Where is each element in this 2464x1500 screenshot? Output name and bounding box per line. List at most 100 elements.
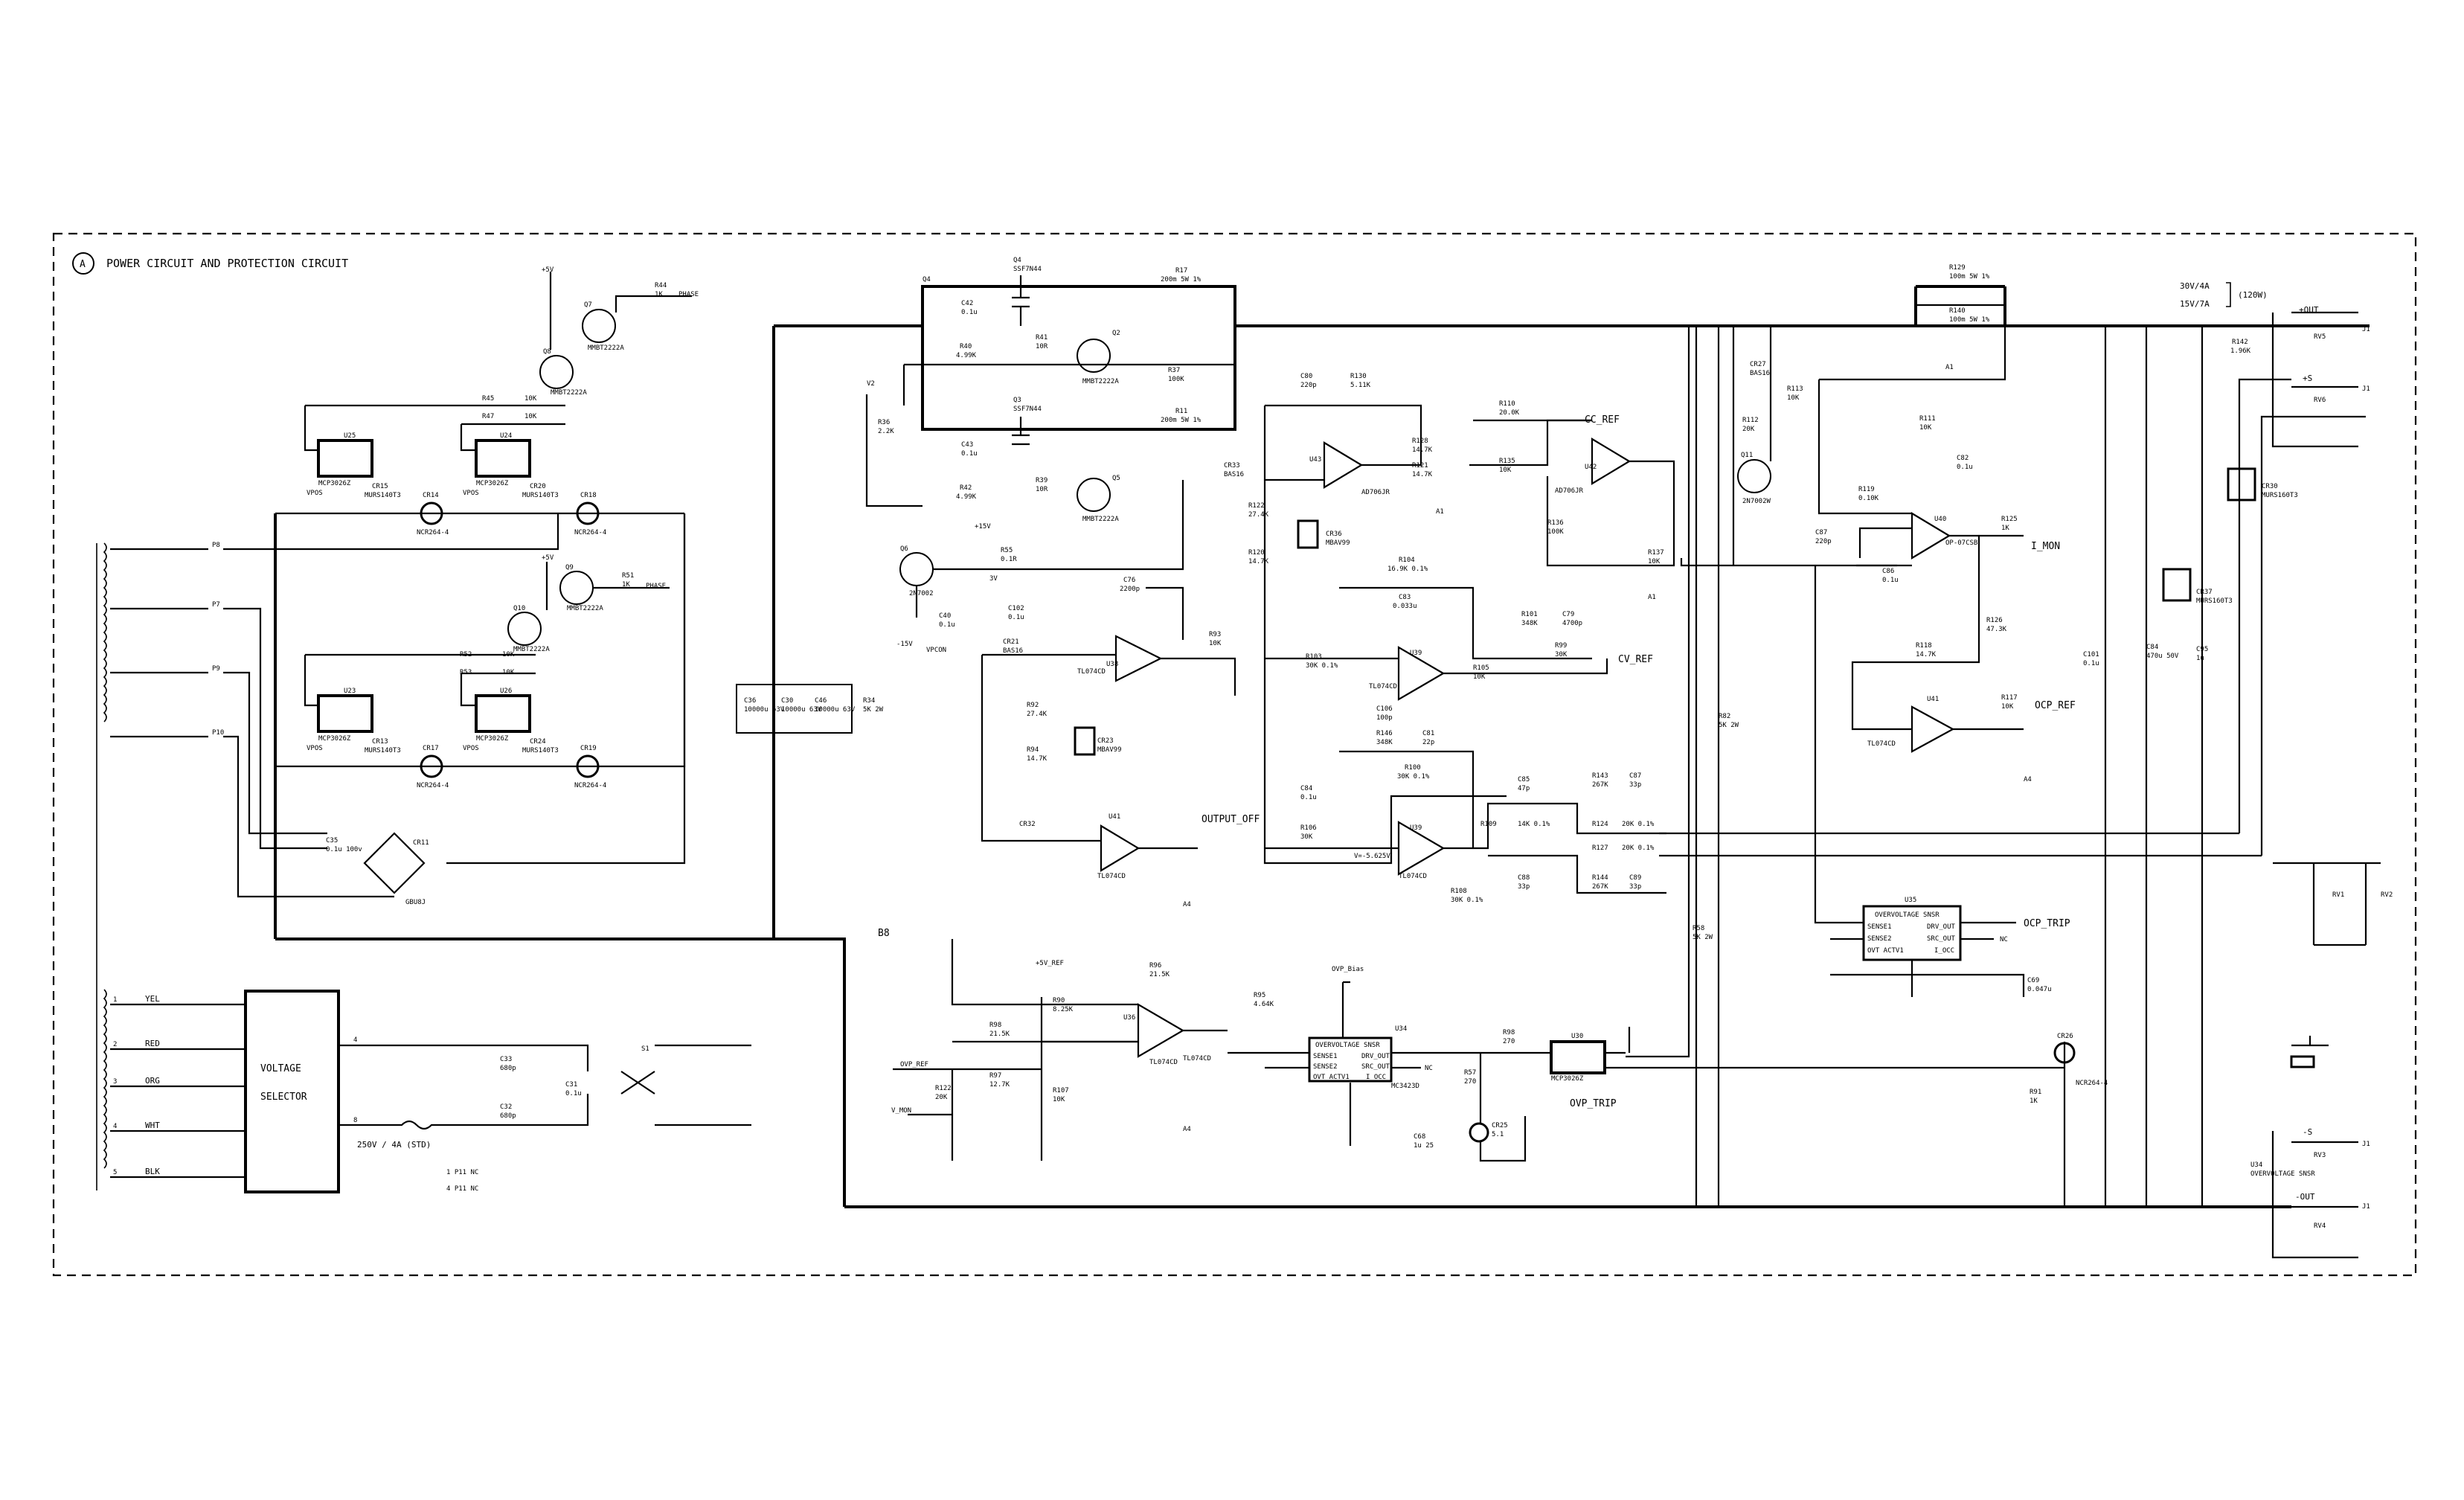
output-terminals: +OUT J1 +S J1 -S J1 -OUT J1 <box>2271 305 2370 1259</box>
part-r99-v: 30K <box>1555 651 1568 658</box>
part-c106: C106 <box>1376 705 1393 713</box>
ovp2-l2: SENSE2 <box>1313 1063 1338 1071</box>
c46-ref: C46 <box>815 697 827 705</box>
net-ovp-ref: OVP_REF <box>900 1061 928 1068</box>
part-cr36: CR36 <box>1326 531 1342 538</box>
part-r120-v: 14.7K <box>1248 558 1269 565</box>
cr19-val: NCR264-4 <box>574 782 606 789</box>
r58-val: 5K 2W <box>1693 934 1713 941</box>
r118-ref: R118 <box>1916 642 1932 650</box>
r96-val: 21.5K <box>989 1031 1010 1038</box>
selector-label-1: VOLTAGE <box>260 1063 301 1074</box>
amp-u42-val: AD706JR <box>1555 487 1584 495</box>
wire-color-5: BLK <box>145 1167 160 1176</box>
gnd-vpos-c: VPOS <box>307 745 323 752</box>
rv1-ref: RV1 <box>2332 891 2344 899</box>
c68-val: 4.64K <box>1254 1001 1274 1008</box>
ovp1-l2: SENSE2 <box>1867 935 1892 943</box>
c35-val: 0.1u 100v <box>326 846 362 853</box>
rating-range: (120W) <box>2238 290 2268 300</box>
c46-val: 10000u 63V <box>815 706 856 714</box>
c36-ref: C36 <box>744 697 756 705</box>
r98b-ref: R98 <box>1503 1029 1515 1036</box>
net-vref5: +5V_REF <box>1036 960 1064 967</box>
r129-ref: R129 <box>1949 264 1966 272</box>
net-5v-a: +5V <box>542 266 554 274</box>
r44-val: 1K <box>655 291 663 298</box>
part-c81-v: 22p <box>1422 739 1434 746</box>
r97-val: 8.25K <box>1053 1006 1074 1013</box>
u30-val: MCP3026Z <box>1551 1075 1584 1083</box>
c43-ref: C43 <box>961 441 973 449</box>
q6-ref: Q6 <box>900 545 908 553</box>
q10-val: MMBT2222A <box>513 646 550 653</box>
ovp1-r1: DRV_OUT <box>1927 923 1956 931</box>
ovp1-ref: U35 <box>1905 897 1916 904</box>
cr15-val: MURS140T3 <box>365 492 401 499</box>
cr17-val: NCR264-4 <box>417 782 449 789</box>
ovp2-l1: SENSE1 <box>1313 1053 1338 1060</box>
net-ovp-bias: OVP_Bias <box>1332 966 1364 973</box>
bulk-caps: C36 10000u 63V C30 10000u 63V C46 10000u… <box>736 684 884 734</box>
wire-pin-4: 4 <box>113 1123 117 1130</box>
r141-val: OVERVOLTAGE SNSR <box>2250 1170 2315 1178</box>
r41-val: 10R <box>1036 343 1048 350</box>
part-r109: R109 <box>1480 821 1497 828</box>
q7-val: MMBT2222A <box>588 344 624 352</box>
rv6-ref: RV6 <box>2314 397 2326 404</box>
nc-2: 4 P11 NC <box>446 1185 478 1193</box>
cr18-val: NCR264-4 <box>574 529 606 536</box>
pass-q4-ref: Q4 <box>923 276 931 283</box>
fuse-label: 250V / 4A (STD) <box>357 1140 431 1150</box>
part-c88-v: 33p <box>1518 883 1530 891</box>
r126-ref: R126 <box>1986 617 2003 624</box>
bridge-val: GBU8J <box>405 899 426 906</box>
part-r94-v: 14.7K <box>1027 755 1047 763</box>
net-a1-2: A1 <box>1648 594 1656 601</box>
net-phase-a: PHASE <box>678 291 699 298</box>
amp-u36-ref: U36 <box>1123 1014 1135 1022</box>
part-r106: R106 <box>1300 824 1317 832</box>
u24-ref: U24 <box>500 432 512 440</box>
amp-u41b-ref: U41 <box>1927 696 1939 703</box>
q5-ref: Q5 <box>1112 475 1120 482</box>
selector-label-2: SELECTOR <box>260 1092 307 1103</box>
amp-u43-val: AD706JR <box>1361 489 1390 496</box>
part-c79: C79 <box>1562 611 1574 618</box>
r82-ref: R82 <box>1719 713 1730 720</box>
c86-ref: C86 <box>1882 568 1894 575</box>
c69-ref: C68 <box>1414 1133 1425 1141</box>
wire-color-1: YEL <box>145 994 160 1004</box>
part-c85: C85 <box>1518 776 1530 783</box>
q8-ref: Q8 <box>543 348 551 356</box>
q8-val: MMBT2222A <box>551 389 587 397</box>
part-r99: R99 <box>1555 642 1567 650</box>
part-r110: R110 <box>1499 400 1515 408</box>
part-r137-v: 10K <box>1648 558 1661 565</box>
sense-minus-conn: J1 <box>2362 1141 2370 1148</box>
u26-ref: U26 <box>500 688 512 695</box>
part-c81: C81 <box>1422 730 1434 737</box>
r82-val: 5K 2W <box>1719 722 1739 729</box>
amp-u41-val: TL074CD <box>1097 873 1126 880</box>
part-c84-v: 0.1u <box>1300 794 1317 801</box>
r17-ref: R17 <box>1175 267 1187 275</box>
amp-u41-ref: U41 <box>1109 813 1120 821</box>
part-cr23: CR23 <box>1097 737 1114 745</box>
q9-ref: Q9 <box>565 564 574 571</box>
sense-plus-label: +S <box>2303 374 2312 383</box>
part-r128-v: 14.7K <box>1412 446 1433 454</box>
net-15v: +15V <box>975 523 991 531</box>
part-r146-v: 348K <box>1376 739 1393 746</box>
u23-ref: U23 <box>344 688 356 695</box>
sheet-border <box>52 232 2417 1277</box>
c11-ref: C69 <box>2027 977 2039 984</box>
part-r128: R128 <box>1412 438 1428 445</box>
net-3v: 3V <box>989 575 998 583</box>
r11-ref: R11 <box>1175 408 1187 415</box>
r39-ref: R39 <box>1036 477 1047 484</box>
part-r101: R101 <box>1521 611 1538 618</box>
out-minus-conn: J1 <box>2362 1203 2370 1211</box>
part-r100: R100 <box>1405 764 1421 772</box>
r47-val: 10K <box>524 413 537 420</box>
